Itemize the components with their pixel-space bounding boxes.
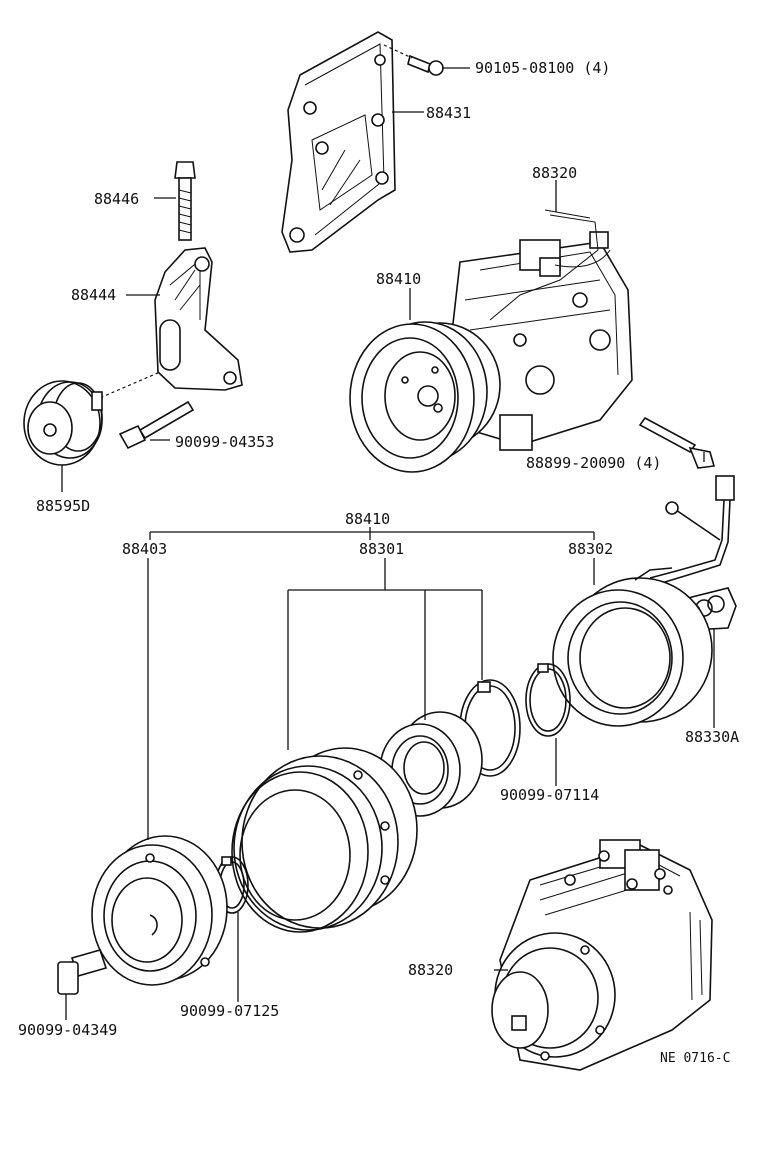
- idler-pulley-88595d: [23, 380, 103, 466]
- bolt-90105-08100: [407, 54, 444, 76]
- label-88320-bottom: 88320: [408, 961, 453, 979]
- bolt-90099-04353: [118, 400, 195, 450]
- clutch-88410-top: [349, 321, 501, 473]
- label-88410-group: 88410: [345, 510, 390, 528]
- stator-88302: [552, 567, 713, 727]
- label-88320-top: 88320: [532, 164, 577, 182]
- label-88330a: 88330A: [685, 728, 739, 746]
- label-90099-07114: 90099-07114: [500, 786, 599, 804]
- label-88302: 88302: [568, 540, 613, 558]
- label-88431: 88431: [426, 104, 471, 122]
- pulley-88301: [231, 747, 418, 933]
- label-90099-04353: 90099-04353: [175, 433, 274, 451]
- bolt-88446: [174, 161, 196, 241]
- bracket-88431: [281, 31, 396, 253]
- label-88595d: 88595D: [36, 497, 90, 515]
- label-88301: 88301: [359, 540, 404, 558]
- label-88446: 88446: [94, 190, 139, 208]
- figure-code: NE 0716-C: [660, 1051, 730, 1066]
- label-90105-08100: 90105-08100 (4): [475, 59, 610, 77]
- label-90099-07125: 90099-07125: [180, 1002, 279, 1020]
- bolt-90099-04349: [57, 949, 108, 995]
- leader-lines: [61, 67, 715, 1020]
- label-88410-top: 88410: [376, 270, 421, 288]
- snap-ring-90099-07114: [525, 663, 571, 737]
- label-90099-04349: 90099-04349: [18, 1021, 117, 1039]
- label-88403: 88403: [122, 540, 167, 558]
- pressure-plate-88403: [91, 835, 228, 986]
- bearing-88301: [379, 711, 483, 817]
- bracket-88444: [154, 247, 243, 391]
- label-88444: 88444: [71, 286, 116, 304]
- bolt-88899-20090: [638, 416, 716, 469]
- compressor-88320-bottom: [491, 839, 713, 1071]
- label-88899-20090: 88899-20090 (4): [526, 454, 661, 472]
